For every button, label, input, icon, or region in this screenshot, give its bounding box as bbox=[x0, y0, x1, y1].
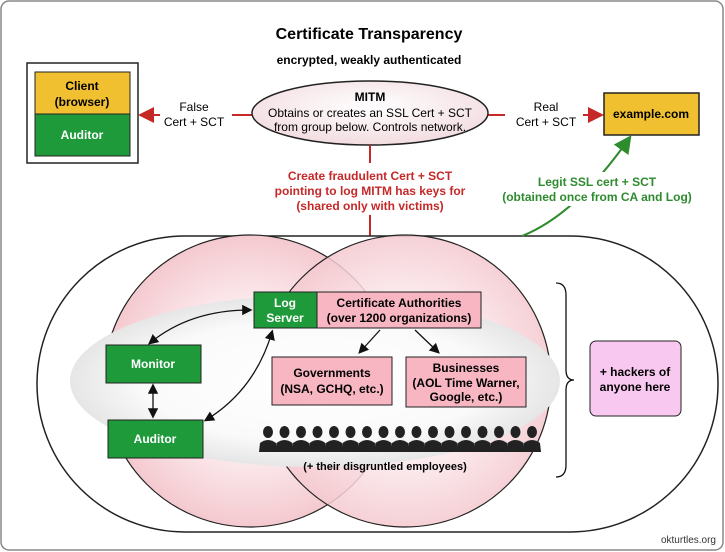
person-silhouette-icon bbox=[374, 426, 393, 452]
cas-box bbox=[316, 291, 482, 329]
fraud-label-bg bbox=[268, 163, 472, 215]
businesses-label-3: Google, etc.) bbox=[430, 390, 503, 404]
person-silhouette-icon bbox=[275, 426, 294, 452]
mitm-node: MITM Obtains or creates an SSL Cert + SC… bbox=[251, 80, 489, 146]
log-server-box bbox=[253, 291, 318, 329]
businesses-node: Businesses (AOL Time Warner, Google, etc… bbox=[405, 356, 527, 408]
person-silhouette-icon bbox=[424, 426, 442, 452]
person-silhouette-icon bbox=[490, 426, 508, 452]
fraud-label-1: Create fraudulent Cert + SCT bbox=[288, 169, 453, 183]
employees-label: (+ their disgruntled employees) bbox=[303, 461, 467, 473]
log-server-node: Log Server bbox=[253, 291, 318, 329]
fraud-label-2: pointing to log MITM has keys for bbox=[275, 184, 466, 198]
auditor-inner-node: Auditor bbox=[107, 419, 204, 459]
credit-label: okturtles.org bbox=[661, 535, 716, 546]
hackers-node: + hackers of anyone here bbox=[589, 340, 682, 417]
hackers-label-2: anyone here bbox=[600, 380, 671, 394]
client-sublabel: (browser) bbox=[55, 95, 110, 109]
log-server-label-2: Server bbox=[266, 311, 304, 325]
mitm-title: MITM bbox=[355, 90, 386, 104]
example-com-label: example.com bbox=[613, 107, 689, 121]
auditor-log-arrow bbox=[203, 329, 275, 422]
governments-label-2: (NSA, GCHQ, etc.) bbox=[280, 382, 383, 396]
log-server-label-1: Log bbox=[274, 296, 296, 310]
businesses-box bbox=[405, 356, 527, 408]
client-auditor-group: Client (browser) Auditor bbox=[26, 62, 139, 164]
person-silhouette-icon bbox=[259, 426, 277, 452]
mitm-line-1: Obtains or creates an SSL Cert + SCT bbox=[268, 106, 473, 120]
cas-gov-arrow bbox=[358, 329, 381, 354]
person-silhouette-icon bbox=[308, 426, 327, 452]
monitor-node: Monitor bbox=[105, 344, 202, 384]
fraud-label-3: (shared only with victims) bbox=[296, 199, 443, 213]
diagram-title: Certificate Transparency bbox=[276, 26, 463, 43]
auditor-inner-label: Auditor bbox=[134, 432, 177, 446]
mitm-line-2: from group below. Controls network. bbox=[274, 120, 466, 134]
false-cert-label-1: False bbox=[179, 100, 209, 114]
auditor-left-box bbox=[34, 113, 131, 157]
monitor-log-arrow bbox=[147, 304, 253, 345]
legit-label-2: (obtained once from CA and Log) bbox=[502, 190, 692, 204]
false-cert-label-2: Cert + SCT bbox=[164, 115, 225, 129]
person-silhouette-icon bbox=[523, 426, 541, 452]
client-box bbox=[34, 71, 131, 115]
real-cert-label-1: Real bbox=[534, 100, 559, 114]
monitor-label: Monitor bbox=[131, 357, 175, 371]
person-silhouette-icon bbox=[325, 426, 343, 452]
cas-label-1: Certificate Authorities bbox=[337, 296, 462, 310]
auditor-inner-box bbox=[107, 419, 204, 459]
monitor-box bbox=[105, 344, 202, 384]
person-silhouette-icon bbox=[341, 426, 360, 452]
person-silhouette-icon bbox=[440, 426, 459, 452]
cas-biz-arrow bbox=[414, 329, 440, 354]
example-com-node: example.com bbox=[603, 92, 700, 136]
person-silhouette-icon bbox=[506, 426, 525, 452]
auditor-left-label: Auditor bbox=[61, 128, 104, 142]
person-silhouette-icon bbox=[473, 426, 492, 452]
person-silhouette-icon bbox=[391, 426, 409, 452]
diagram-subtitle: encrypted, weakly authenticated bbox=[277, 53, 462, 67]
governments-label-1: Governments bbox=[293, 366, 371, 380]
group-bracket bbox=[555, 282, 575, 478]
governments-box bbox=[271, 356, 393, 406]
client-label: Client bbox=[65, 79, 98, 93]
hackers-label-1: + hackers of bbox=[600, 365, 671, 379]
title-block: Certificate Transparency encrypted, weak… bbox=[268, 17, 470, 71]
person-silhouette-icon bbox=[407, 426, 426, 452]
governments-node: Governments (NSA, GCHQ, etc.) bbox=[271, 356, 393, 406]
person-silhouette-icon bbox=[292, 426, 310, 452]
hackers-box bbox=[589, 340, 682, 417]
cas-node: Certificate Authorities (over 1200 organ… bbox=[316, 291, 482, 329]
person-silhouette-icon bbox=[457, 426, 475, 452]
title-box bbox=[268, 17, 470, 71]
businesses-label-1: Businesses bbox=[433, 361, 500, 375]
legit-label-bg bbox=[497, 172, 697, 206]
cas-label-2: (over 1200 organizations) bbox=[327, 311, 472, 325]
real-cert-label-2: Cert + SCT bbox=[516, 115, 577, 129]
person-silhouette-icon bbox=[358, 426, 376, 452]
legit-label-1: Legit SSL cert + SCT bbox=[538, 175, 657, 189]
employees-crowd-icon bbox=[259, 426, 541, 452]
example-com-box bbox=[603, 92, 700, 136]
businesses-label-2: (AOL Time Warner, bbox=[412, 376, 519, 390]
